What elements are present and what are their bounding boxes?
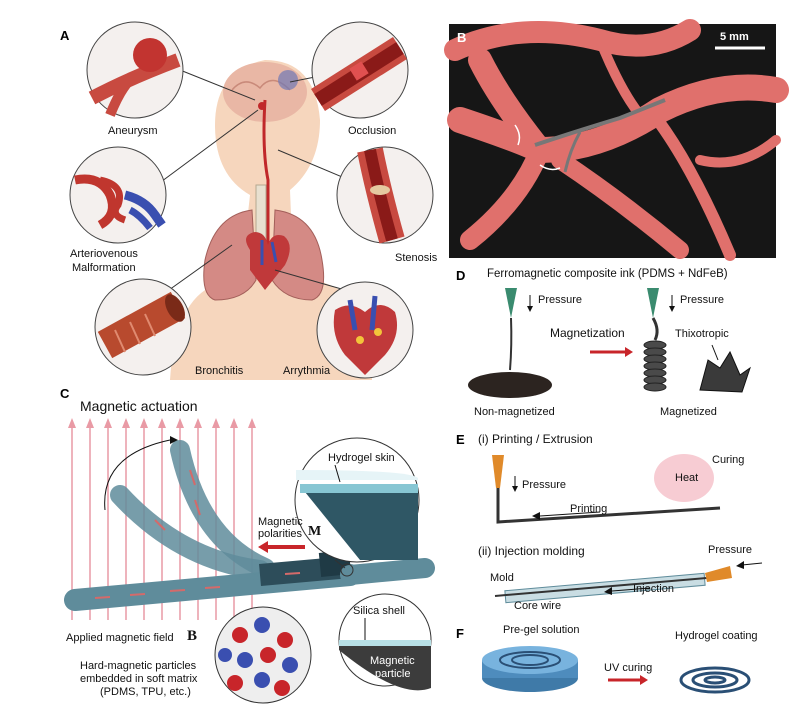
label-particles-3: (PDMS, TPU, etc.): [100, 686, 191, 698]
occlusion-circle: [311, 21, 409, 119]
ink-title: Ferromagnetic composite ink (PDMS + NdFe…: [487, 268, 728, 280]
label-curing: Curing: [712, 454, 745, 466]
label-particles-1: Hard-magnetic particles: [80, 660, 197, 672]
robot-catheter: [534, 98, 666, 147]
label-hydrogel-skin: Hydrogel skin: [328, 452, 395, 464]
label-arrythmia: Arrythmia: [283, 365, 331, 377]
label-injection-title: (ii) Injection molding: [478, 544, 585, 558]
label-avm-line2: Malformation: [72, 262, 136, 274]
label-occlusion: Occlusion: [348, 125, 397, 137]
label-polarities-1: Magnetic: [258, 516, 303, 528]
label-pressure-inj: Pressure: [708, 544, 753, 556]
left-lung: [203, 209, 257, 301]
label-polarities-2: polarities: [258, 528, 303, 540]
label-uv-curing: UV curing: [604, 662, 653, 674]
label-core-wire: Core wire: [514, 600, 562, 612]
label-non-magnetized: Non-magnetized: [474, 406, 555, 418]
label-mold: Mold: [490, 572, 514, 584]
label-injection: Injection: [633, 583, 674, 595]
arrythmia-circle: [316, 281, 414, 379]
label-heat: Heat: [675, 472, 699, 484]
panel-c-letter: C: [60, 386, 70, 401]
label-silica-shell: Silica shell: [353, 605, 405, 617]
label-particles-2: embedded in soft matrix: [80, 673, 198, 685]
stenosis-circle: [336, 146, 434, 244]
panel-f-letter: F: [456, 626, 464, 641]
panel-e-letter: E: [456, 432, 465, 447]
panel-a-letter: A: [60, 28, 70, 43]
scale-bar-label: 5 mm: [720, 31, 749, 43]
magnetic-actuation-title: Magnetic actuation: [80, 398, 198, 414]
panel-b-letter: B: [457, 30, 467, 45]
catheter-bent-2: [170, 440, 275, 578]
right-lung: [271, 209, 325, 301]
avm-circle: [69, 146, 167, 244]
label-thixotropic: Thixotropic: [675, 328, 729, 340]
label-hydrogel-coating: Hydrogel coating: [675, 630, 758, 642]
heart: [246, 232, 290, 290]
label-avm-line1: Arteriovenous: [70, 248, 138, 260]
label-polarities-symbol: M: [308, 524, 322, 539]
label-magnetic-particle-2: particle: [375, 668, 411, 680]
aneurysm-circle: [86, 21, 184, 119]
panel-d-letter: D: [456, 268, 466, 283]
label-pregel: Pre-gel solution: [503, 624, 580, 636]
label-applied-field: Applied magnetic field: [66, 632, 174, 644]
bronchitis-circle: [94, 278, 192, 376]
label-pressure-d-right: Pressure: [680, 294, 725, 306]
label-pressure-e: Pressure: [522, 479, 567, 491]
label-applied-field-symbol: B: [187, 628, 198, 644]
label-printing: Printing: [570, 503, 608, 515]
label-printing-title: (i) Printing / Extrusion: [478, 432, 593, 446]
label-stenosis: Stenosis: [395, 252, 438, 264]
label-magnetization: Magnetization: [550, 326, 625, 340]
label-bronchitis: Bronchitis: [195, 365, 244, 377]
label-pressure-d-left: Pressure: [538, 294, 583, 306]
label-magnetized: Magnetized: [660, 406, 717, 418]
label-aneurysm: Aneurysm: [108, 125, 158, 137]
label-magnetic-particle-1: Magnetic: [370, 655, 415, 667]
